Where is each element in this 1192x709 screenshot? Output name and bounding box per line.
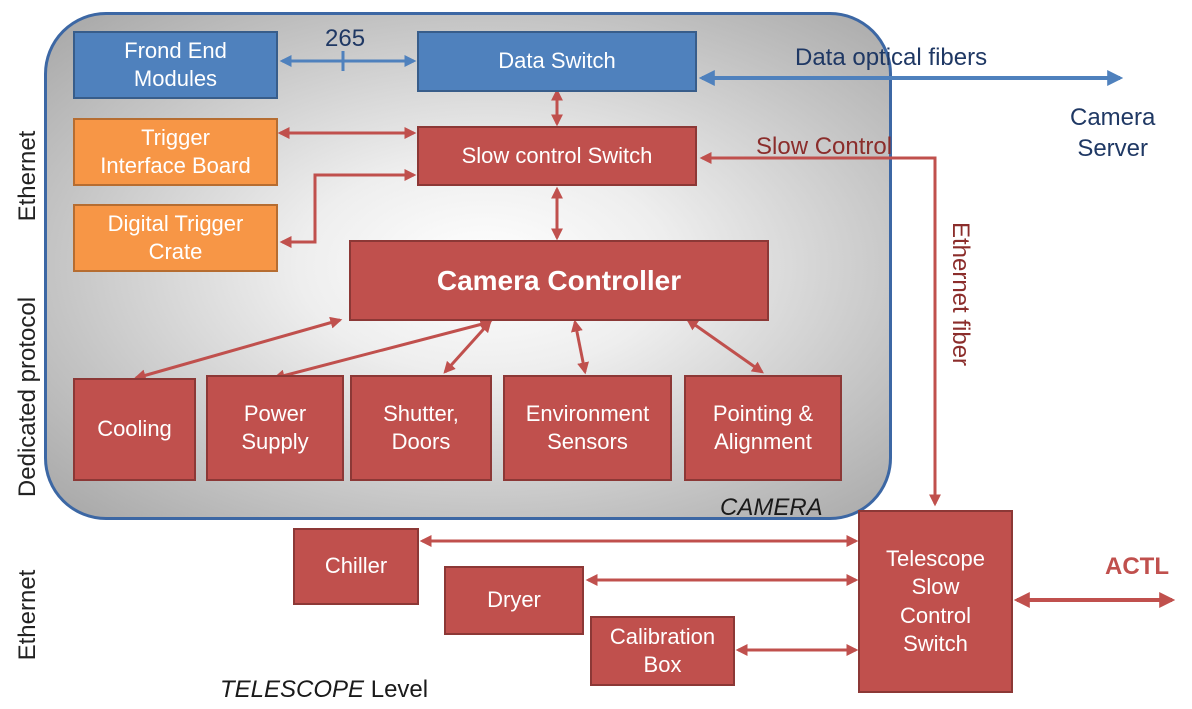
- camera-label: CAMERA: [720, 494, 823, 521]
- cooling-box: Cooling: [73, 378, 196, 481]
- count-265-label: 265: [325, 25, 366, 52]
- camera-controller-box: Camera Controller: [349, 240, 769, 321]
- actl-label: ACTL: [1105, 553, 1169, 580]
- shutter-doors-box: Shutter, Doors: [350, 375, 492, 481]
- camera-server-label: Camera Server: [1070, 104, 1156, 163]
- trigger-interface-board-box: Trigger Interface Board: [73, 118, 278, 186]
- digital-trigger-crate-box: Digital Trigger Crate: [73, 204, 278, 272]
- arrow-controller-pointing: [686, 318, 764, 374]
- frond-end-modules-box: Frond End Modules: [73, 31, 278, 99]
- telescope-level-rest: Level: [364, 676, 429, 703]
- power-supply-box: Power Supply: [206, 375, 344, 481]
- arrow-digitaltrigger-slowcontrol: [279, 169, 417, 248]
- telescope-slow-control-switch-box: Telescope Slow Control Switch: [858, 510, 1013, 693]
- slow-control-switch-box: Slow control Switch: [417, 126, 697, 186]
- ethernet-bottom-side-label: Ethernet: [14, 569, 41, 661]
- environment-sensors-box: Environment Sensors: [503, 375, 672, 481]
- arrow-slowcontrol-telescope-switch: [699, 152, 941, 507]
- data-optical-fibers-label: Data optical fibers: [795, 44, 988, 71]
- dryer-box: Dryer: [444, 566, 584, 635]
- telescope-level-label: TELESCOPE Level: [220, 676, 428, 704]
- arrow-controller-environment: [570, 319, 590, 375]
- ethernet-fiber-label: Ethernet fiber: [947, 221, 974, 367]
- data-switch-box: Data Switch: [417, 31, 697, 92]
- slow-control-label: Slow Control: [756, 133, 893, 160]
- pointing-alignment-box: Pointing & Alignment: [684, 375, 842, 481]
- chiller-box: Chiller: [293, 528, 419, 605]
- arrow-controller-shutter: [443, 320, 492, 374]
- telescope-level-emph: TELESCOPE: [220, 676, 365, 703]
- dedicated-protocol-side-label: Dedicated protocol: [14, 296, 41, 498]
- calibration-box: Calibration Box: [590, 616, 735, 686]
- ethernet-top-side-label: Ethernet: [14, 130, 41, 222]
